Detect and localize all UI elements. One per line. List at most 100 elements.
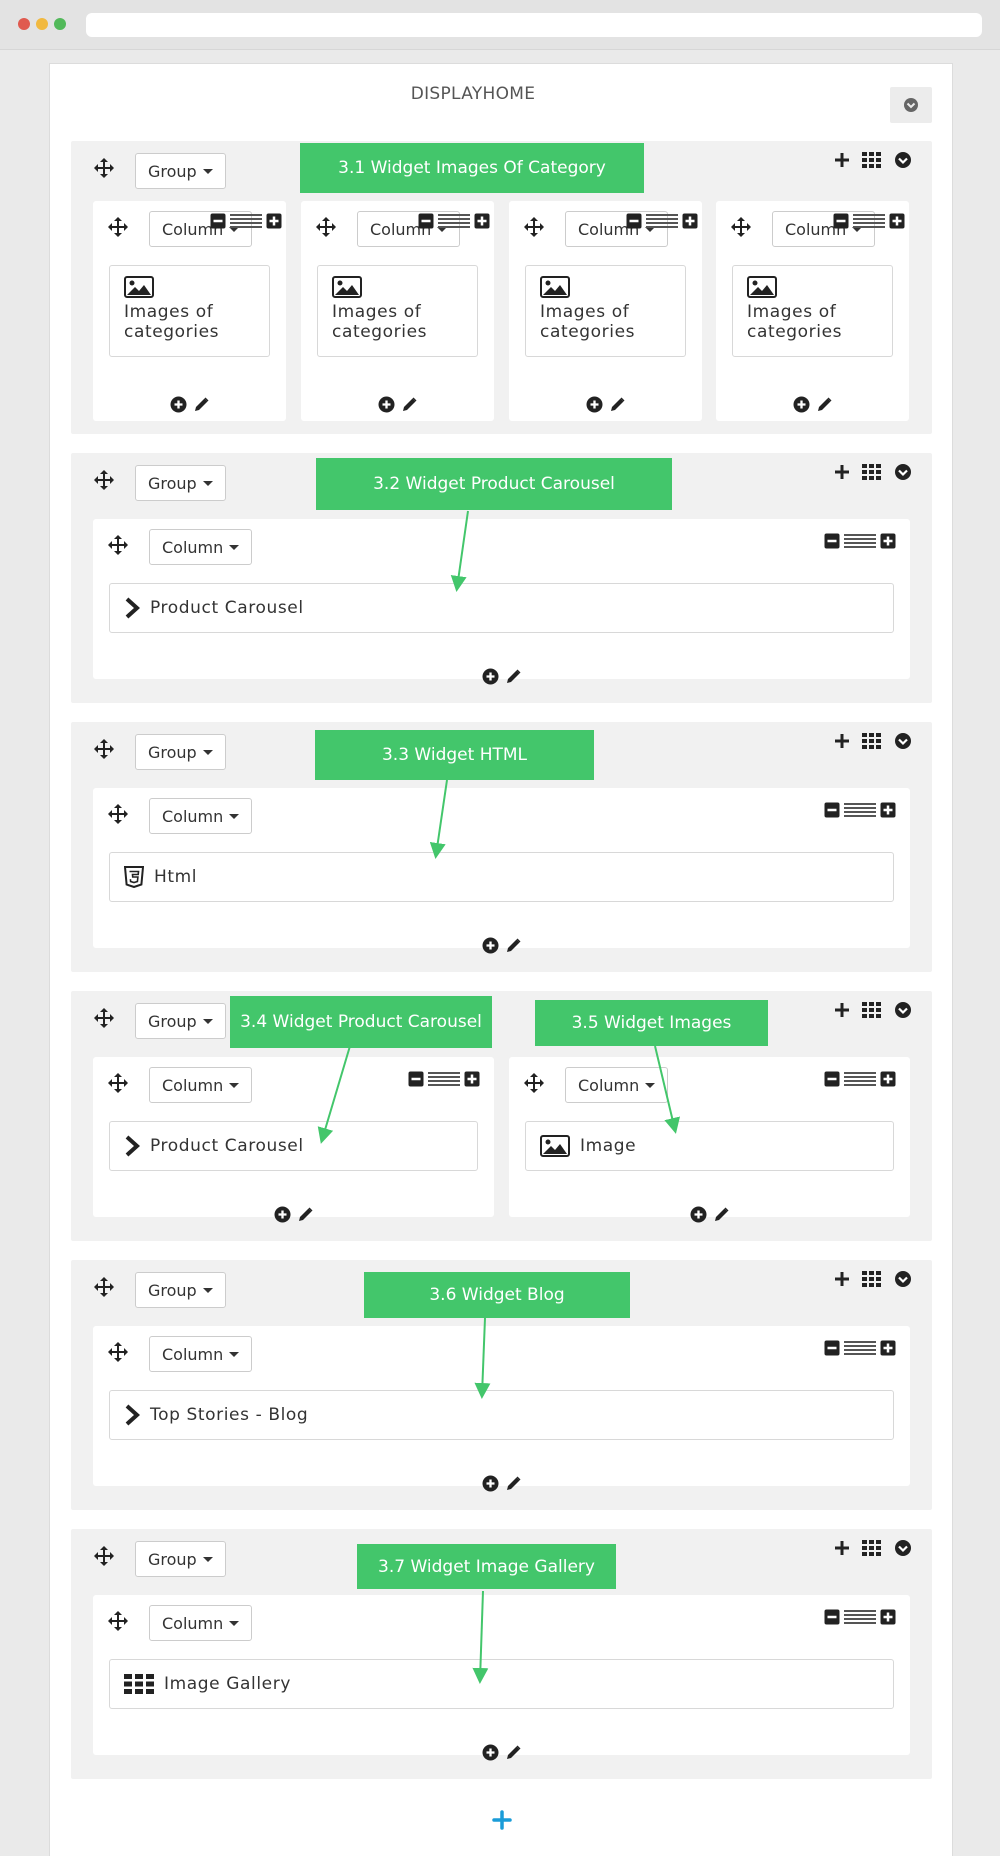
add-circle-icon[interactable]: [482, 668, 499, 685]
column-dropdown[interactable]: Column: [149, 798, 253, 834]
move-icon[interactable]: [93, 1545, 115, 1567]
minus-box-icon[interactable]: [418, 213, 434, 229]
address-bar[interactable]: [86, 13, 982, 37]
widget-item[interactable]: Product Carousel: [109, 583, 894, 633]
plus-icon[interactable]: [834, 1540, 850, 1556]
plus-box-icon[interactable]: [889, 213, 905, 229]
pencil-icon[interactable]: [193, 396, 210, 413]
plus-box-icon[interactable]: [464, 1071, 480, 1087]
move-icon[interactable]: [93, 469, 115, 491]
grid-icon[interactable]: [862, 152, 882, 168]
add-circle-icon[interactable]: [586, 396, 603, 413]
minus-box-icon[interactable]: [824, 1340, 840, 1356]
move-icon[interactable]: [107, 1610, 129, 1632]
minus-box-icon[interactable]: [408, 1071, 424, 1087]
lines-icon[interactable]: [844, 534, 876, 548]
add-circle-icon[interactable]: [690, 1206, 707, 1223]
lines-icon[interactable]: [844, 1072, 876, 1086]
lines-icon[interactable]: [438, 214, 470, 228]
lines-icon[interactable]: [844, 803, 876, 817]
column-dropdown[interactable]: Column: [565, 211, 669, 247]
minus-box-icon[interactable]: [824, 1071, 840, 1087]
collapse-icon[interactable]: [894, 1001, 912, 1019]
minimize-window-dot[interactable]: [36, 18, 48, 30]
add-circle-icon[interactable]: [482, 1744, 499, 1761]
minus-box-icon[interactable]: [210, 213, 226, 229]
grid-icon[interactable]: [862, 733, 882, 749]
move-icon[interactable]: [93, 738, 115, 760]
pencil-icon[interactable]: [816, 396, 833, 413]
collapse-icon[interactable]: [894, 1270, 912, 1288]
close-window-dot[interactable]: [18, 18, 30, 30]
column-dropdown[interactable]: Column: [149, 529, 253, 565]
pencil-icon[interactable]: [401, 396, 418, 413]
collapse-icon[interactable]: [894, 732, 912, 750]
collapse-icon[interactable]: [894, 151, 912, 169]
column-dropdown[interactable]: Column: [149, 1067, 253, 1103]
move-icon[interactable]: [93, 1007, 115, 1029]
move-icon[interactable]: [107, 803, 129, 825]
lines-icon[interactable]: [844, 1610, 876, 1624]
pencil-icon[interactable]: [505, 937, 522, 954]
lines-icon[interactable]: [646, 214, 678, 228]
minus-box-icon[interactable]: [833, 213, 849, 229]
plus-box-icon[interactable]: [880, 1071, 896, 1087]
panel-collapse-button[interactable]: [890, 87, 932, 123]
group-dropdown[interactable]: Group: [135, 465, 226, 501]
minus-box-icon[interactable]: [824, 1609, 840, 1625]
move-icon[interactable]: [107, 1341, 129, 1363]
move-icon[interactable]: [93, 157, 115, 179]
plus-box-icon[interactable]: [880, 1609, 896, 1625]
minus-box-icon[interactable]: [824, 802, 840, 818]
widget-item[interactable]: Product Carousel: [109, 1121, 478, 1171]
column-dropdown[interactable]: Column: [565, 1067, 669, 1103]
widget-item[interactable]: Image: [525, 1121, 894, 1171]
lines-icon[interactable]: [428, 1072, 460, 1086]
lines-icon[interactable]: [844, 1341, 876, 1355]
plus-box-icon[interactable]: [474, 213, 490, 229]
grid-icon[interactable]: [862, 1271, 882, 1287]
add-circle-icon[interactable]: [482, 1475, 499, 1492]
pencil-icon[interactable]: [713, 1206, 730, 1223]
move-icon[interactable]: [730, 216, 752, 238]
group-dropdown[interactable]: Group: [135, 153, 226, 189]
minus-box-icon[interactable]: [626, 213, 642, 229]
add-circle-icon[interactable]: [170, 396, 187, 413]
add-group-button[interactable]: [490, 1808, 514, 1832]
move-icon[interactable]: [523, 1072, 545, 1094]
pencil-icon[interactable]: [609, 396, 626, 413]
plus-box-icon[interactable]: [880, 802, 896, 818]
group-dropdown[interactable]: Group: [135, 1003, 226, 1039]
group-dropdown[interactable]: Group: [135, 1272, 226, 1308]
lines-icon[interactable]: [230, 214, 262, 228]
column-dropdown[interactable]: Column: [772, 211, 876, 247]
group-dropdown[interactable]: Group: [135, 1541, 226, 1577]
column-dropdown[interactable]: Column: [149, 211, 253, 247]
move-icon[interactable]: [107, 216, 129, 238]
move-icon[interactable]: [107, 1072, 129, 1094]
move-icon[interactable]: [523, 216, 545, 238]
column-dropdown[interactable]: Column: [149, 1605, 253, 1641]
group-dropdown[interactable]: Group: [135, 734, 226, 770]
widget-item[interactable]: Top Stories - Blog: [109, 1390, 894, 1440]
widget-item[interactable]: Html: [109, 852, 894, 902]
plus-icon[interactable]: [834, 152, 850, 168]
grid-icon[interactable]: [862, 1002, 882, 1018]
pencil-icon[interactable]: [297, 1206, 314, 1223]
maximize-window-dot[interactable]: [54, 18, 66, 30]
column-dropdown[interactable]: Column: [149, 1336, 253, 1372]
plus-box-icon[interactable]: [266, 213, 282, 229]
column-dropdown[interactable]: Column: [357, 211, 461, 247]
collapse-icon[interactable]: [894, 1539, 912, 1557]
plus-icon[interactable]: [834, 1002, 850, 1018]
plus-icon[interactable]: [834, 1271, 850, 1287]
pencil-icon[interactable]: [505, 1744, 522, 1761]
plus-icon[interactable]: [834, 464, 850, 480]
collapse-icon[interactable]: [894, 463, 912, 481]
move-icon[interactable]: [93, 1276, 115, 1298]
move-icon[interactable]: [107, 534, 129, 556]
